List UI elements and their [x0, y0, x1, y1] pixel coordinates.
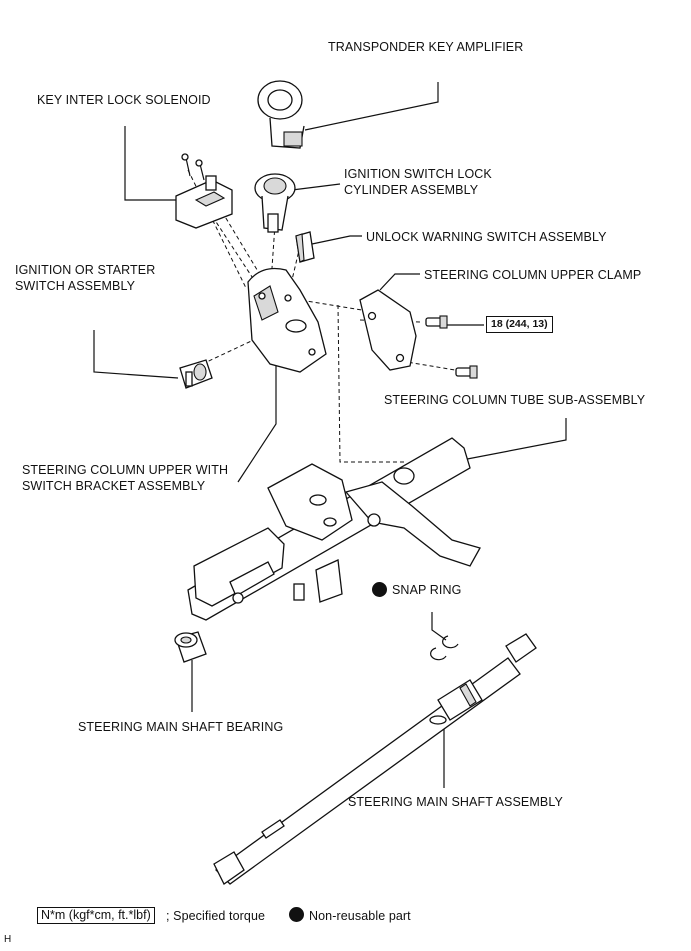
shaft-bearing-part	[174, 631, 207, 663]
label-main-shaft-assembly: STEERING MAIN SHAFT ASSEMBLY	[348, 795, 563, 809]
label-unlock-warning-switch: UNLOCK WARNING SWITCH ASSEMBLY	[366, 230, 607, 244]
label-upper-clamp: STEERING COLUMN UPPER CLAMP	[424, 268, 642, 282]
label-ignition-starter-line1: IGNITION OR STARTER	[15, 263, 156, 277]
snap-ring-part	[430, 635, 459, 661]
label-key-interlock-solenoid: KEY INTER LOCK SOLENOID	[37, 93, 211, 107]
corner-mark: H	[4, 934, 12, 945]
steering-column-tube-part	[187, 437, 481, 621]
label-ignition-starter-line2: SWITCH ASSEMBLY	[15, 279, 136, 293]
torque-spec-box: 18 (244, 13)	[486, 316, 553, 333]
upper-switch-bracket-part	[247, 267, 327, 373]
label-ignition-lock-cylinder-line1: IGNITION SWITCH LOCK	[344, 167, 492, 181]
transponder-key-amplifier-part	[257, 80, 305, 149]
label-upper-switch-bracket-line1: STEERING COLUMN UPPER WITH	[22, 463, 229, 477]
non-reusable-marker	[372, 582, 387, 597]
key-interlock-solenoid-part	[175, 153, 233, 229]
label-snap-ring: SNAP RING	[392, 583, 462, 597]
label-column-tube-sub-assembly: STEERING COLUMN TUBE SUB-ASSEMBLY	[384, 393, 646, 407]
steering-main-shaft-part	[213, 633, 537, 885]
steering-column-upper-clamp-part	[359, 289, 417, 371]
clamp-bolts	[425, 315, 478, 379]
legend-torque-unit-box: N*m (kgf*cm, ft.*lbf)	[37, 907, 155, 924]
unlock-warning-switch-part	[295, 231, 315, 263]
label-upper-switch-bracket-line2: SWITCH BRACKET ASSEMBLY	[22, 479, 206, 493]
legend-non-reusable-dot	[289, 907, 304, 922]
label-ignition-lock-cylinder-line2: CYLINDER ASSEMBLY	[344, 183, 479, 197]
legend-torque-text: ; Specified torque	[166, 909, 266, 923]
leader-lines	[93, 82, 567, 788]
label-shaft-bearing: STEERING MAIN SHAFT BEARING	[78, 720, 284, 734]
label-transponder-key-amplifier: TRANSPONDER KEY AMPLIFIER	[328, 40, 524, 54]
ignition-lock-cylinder-part	[254, 173, 296, 233]
legend-non-reusable-text: Non-reusable part	[309, 909, 411, 923]
ignition-starter-switch-part	[179, 359, 213, 389]
